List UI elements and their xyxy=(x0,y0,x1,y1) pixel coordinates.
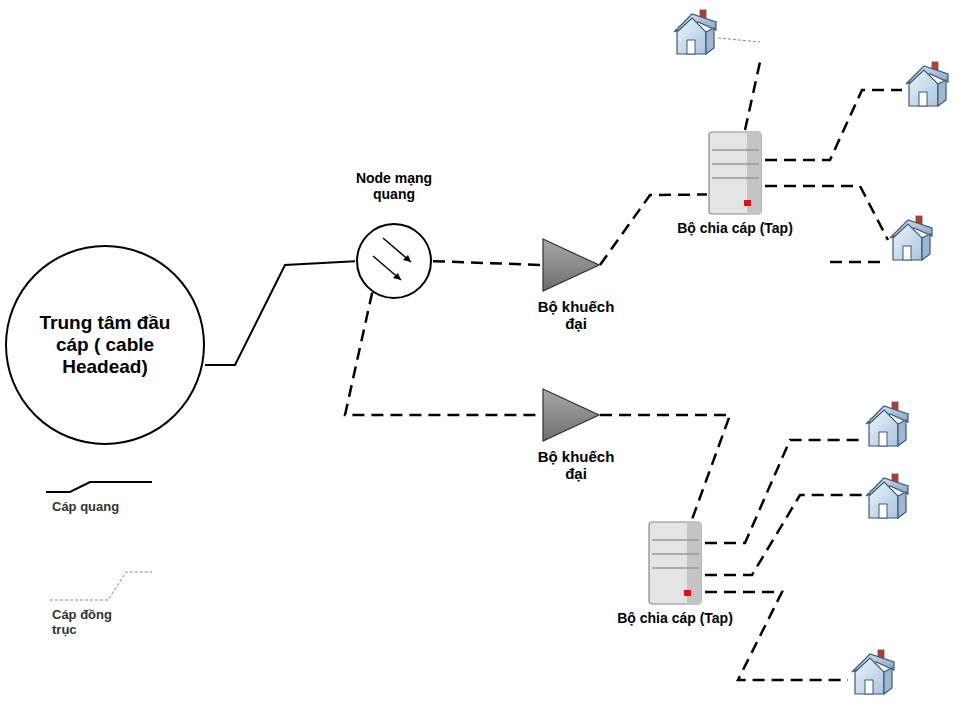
node-label: Bộ chia cáp (Tap) xyxy=(677,220,793,236)
coax-connector xyxy=(600,415,730,520)
coax-drop-line xyxy=(718,38,760,42)
node-label: Trung tâm đầu cáp ( cable Headead) xyxy=(38,312,173,378)
coax-connector xyxy=(433,261,542,265)
node-label: Bộ khuếch đại xyxy=(528,448,624,483)
headend-node: Trung tâm đầu cáp ( cable Headead) xyxy=(5,245,205,445)
tap-node: Bộ chia cáp (Tap) xyxy=(672,130,798,236)
amp-node: Bộ khuếch đại xyxy=(528,388,624,483)
node-label: Node mạng quang xyxy=(338,170,450,202)
amp-node: Bộ khuếch đại xyxy=(528,238,624,333)
legend-text: Cáp đồng trục xyxy=(52,608,132,638)
legend-samples xyxy=(46,482,152,600)
amplifier-triangle xyxy=(542,238,600,292)
node-label: Bộ khuếch đại xyxy=(528,298,624,333)
optical-node-circle xyxy=(355,222,433,300)
amplifier-triangle xyxy=(542,388,600,442)
tap-server-icon xyxy=(707,130,763,216)
fiber-connector xyxy=(205,261,355,365)
legend-text: Cáp quang xyxy=(52,500,122,515)
node-label: Bộ chia cáp (Tap) xyxy=(617,610,733,626)
house-icons xyxy=(674,10,948,694)
optical-node: Node mạng quang xyxy=(338,170,450,300)
tap-node: Bộ chia cáp (Tap) xyxy=(612,520,738,626)
coax-drop-lines xyxy=(705,62,902,680)
tap-server-icon xyxy=(647,520,703,606)
coax-connector xyxy=(345,292,542,415)
